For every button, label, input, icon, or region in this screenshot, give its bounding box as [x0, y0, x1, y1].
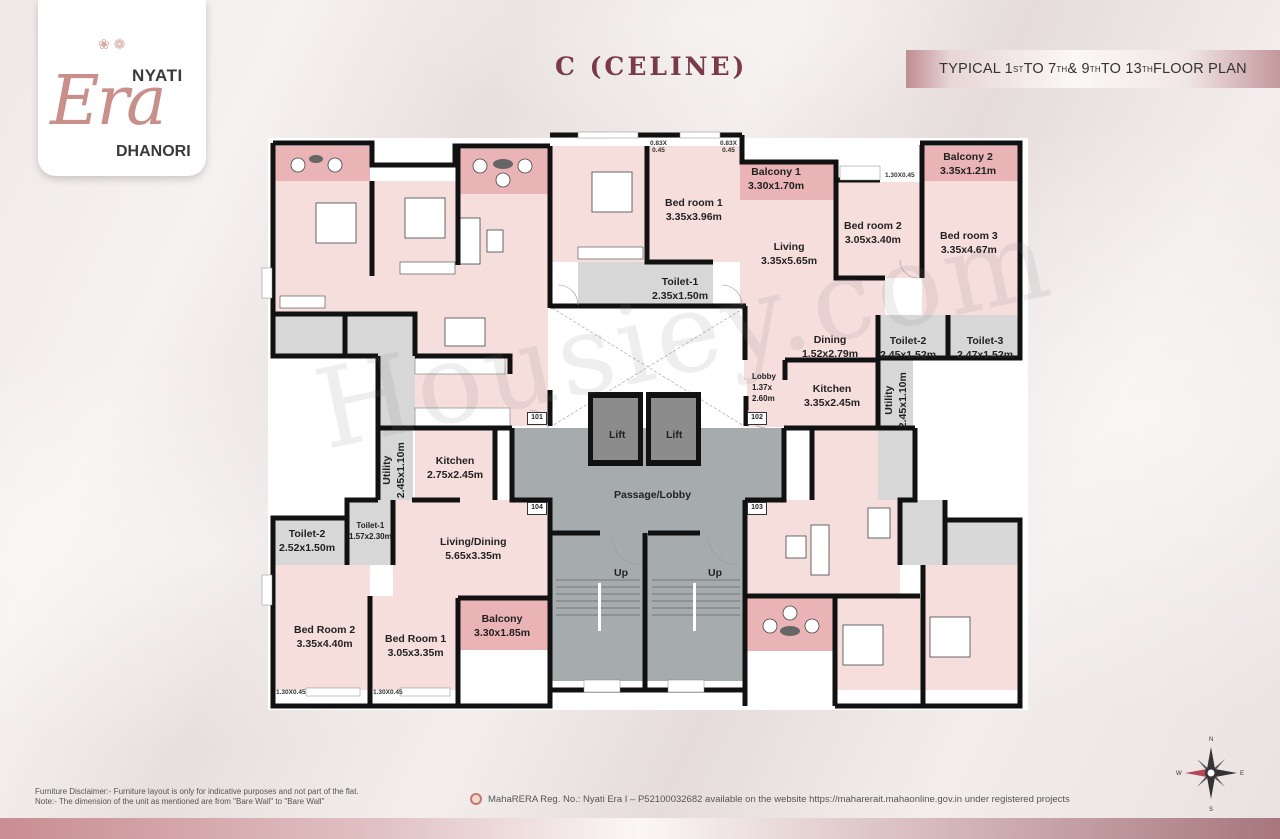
unit-tag-101: 101 — [527, 412, 547, 425]
logo-script-era: Era — [50, 62, 167, 141]
logo-nyati: NYATI — [132, 66, 183, 85]
compass-rose-icon: N S E W — [1176, 737, 1244, 813]
banner-text: TO 7 — [1023, 61, 1057, 77]
banner-text: TO 13 — [1100, 61, 1142, 77]
window-tag: 1.30X0.45 — [373, 689, 403, 696]
unit-104 — [275, 430, 550, 690]
banner-sup: TH — [1089, 64, 1101, 74]
bottom-decorative-bar — [0, 818, 1280, 839]
unit-tag-102: 102 — [747, 412, 767, 425]
passage-lobby: Passage/Lobby — [614, 489, 692, 501]
maharera-seal-icon — [470, 793, 482, 805]
brand-logo: ❀ ❁ Era NYATI DHANORI — [38, 0, 206, 176]
banner-sup: TH — [1141, 64, 1153, 74]
birds-icon: ❀ ❁ — [98, 36, 126, 52]
stair-2-up: Up — [708, 567, 722, 579]
svg-text:N: N — [1209, 737, 1213, 743]
banner-sup: ST — [1012, 64, 1024, 74]
unit-tag-103: 103 — [747, 502, 767, 515]
lift-1: Lift — [609, 429, 626, 441]
unit-103 — [745, 430, 1018, 690]
banner-text: FLOOR PLAN — [1152, 61, 1247, 77]
svg-text:E: E — [1240, 771, 1244, 777]
banner-sup: TH — [1056, 64, 1068, 74]
disclaimer-line: Furniture Disclaimer:- Furniture layout … — [35, 787, 359, 796]
lift-2: Lift — [666, 429, 683, 441]
furniture-disclaimer: Furniture Disclaimer:- Furniture layout … — [35, 787, 359, 808]
disclaimer-line: Note:- The dimension of the unit as ment… — [35, 797, 325, 807]
svg-text:W: W — [1176, 771, 1182, 777]
banner-text: TYPICAL 1 — [939, 61, 1013, 77]
window-tag: 1.30X0.45 — [885, 172, 915, 179]
unit-tag-104: 104 — [527, 502, 547, 515]
window-tag: 1.30X0.45 — [276, 689, 306, 696]
unit-101 — [275, 146, 548, 427]
plan-title: C (CELINE) — [555, 52, 748, 81]
stair-1-up: Up — [614, 567, 628, 579]
svg-text:S: S — [1209, 807, 1213, 813]
unit-102 — [552, 146, 1018, 428]
banner-text: & 9 — [1067, 61, 1090, 77]
logo-location: DHANORI — [116, 143, 191, 160]
rera-registration: MahaRERA Reg. No.: Nyati Era I – P521000… — [470, 793, 1070, 805]
rera-text: MahaRERA Reg. No.: Nyati Era I – P521000… — [488, 793, 1070, 805]
